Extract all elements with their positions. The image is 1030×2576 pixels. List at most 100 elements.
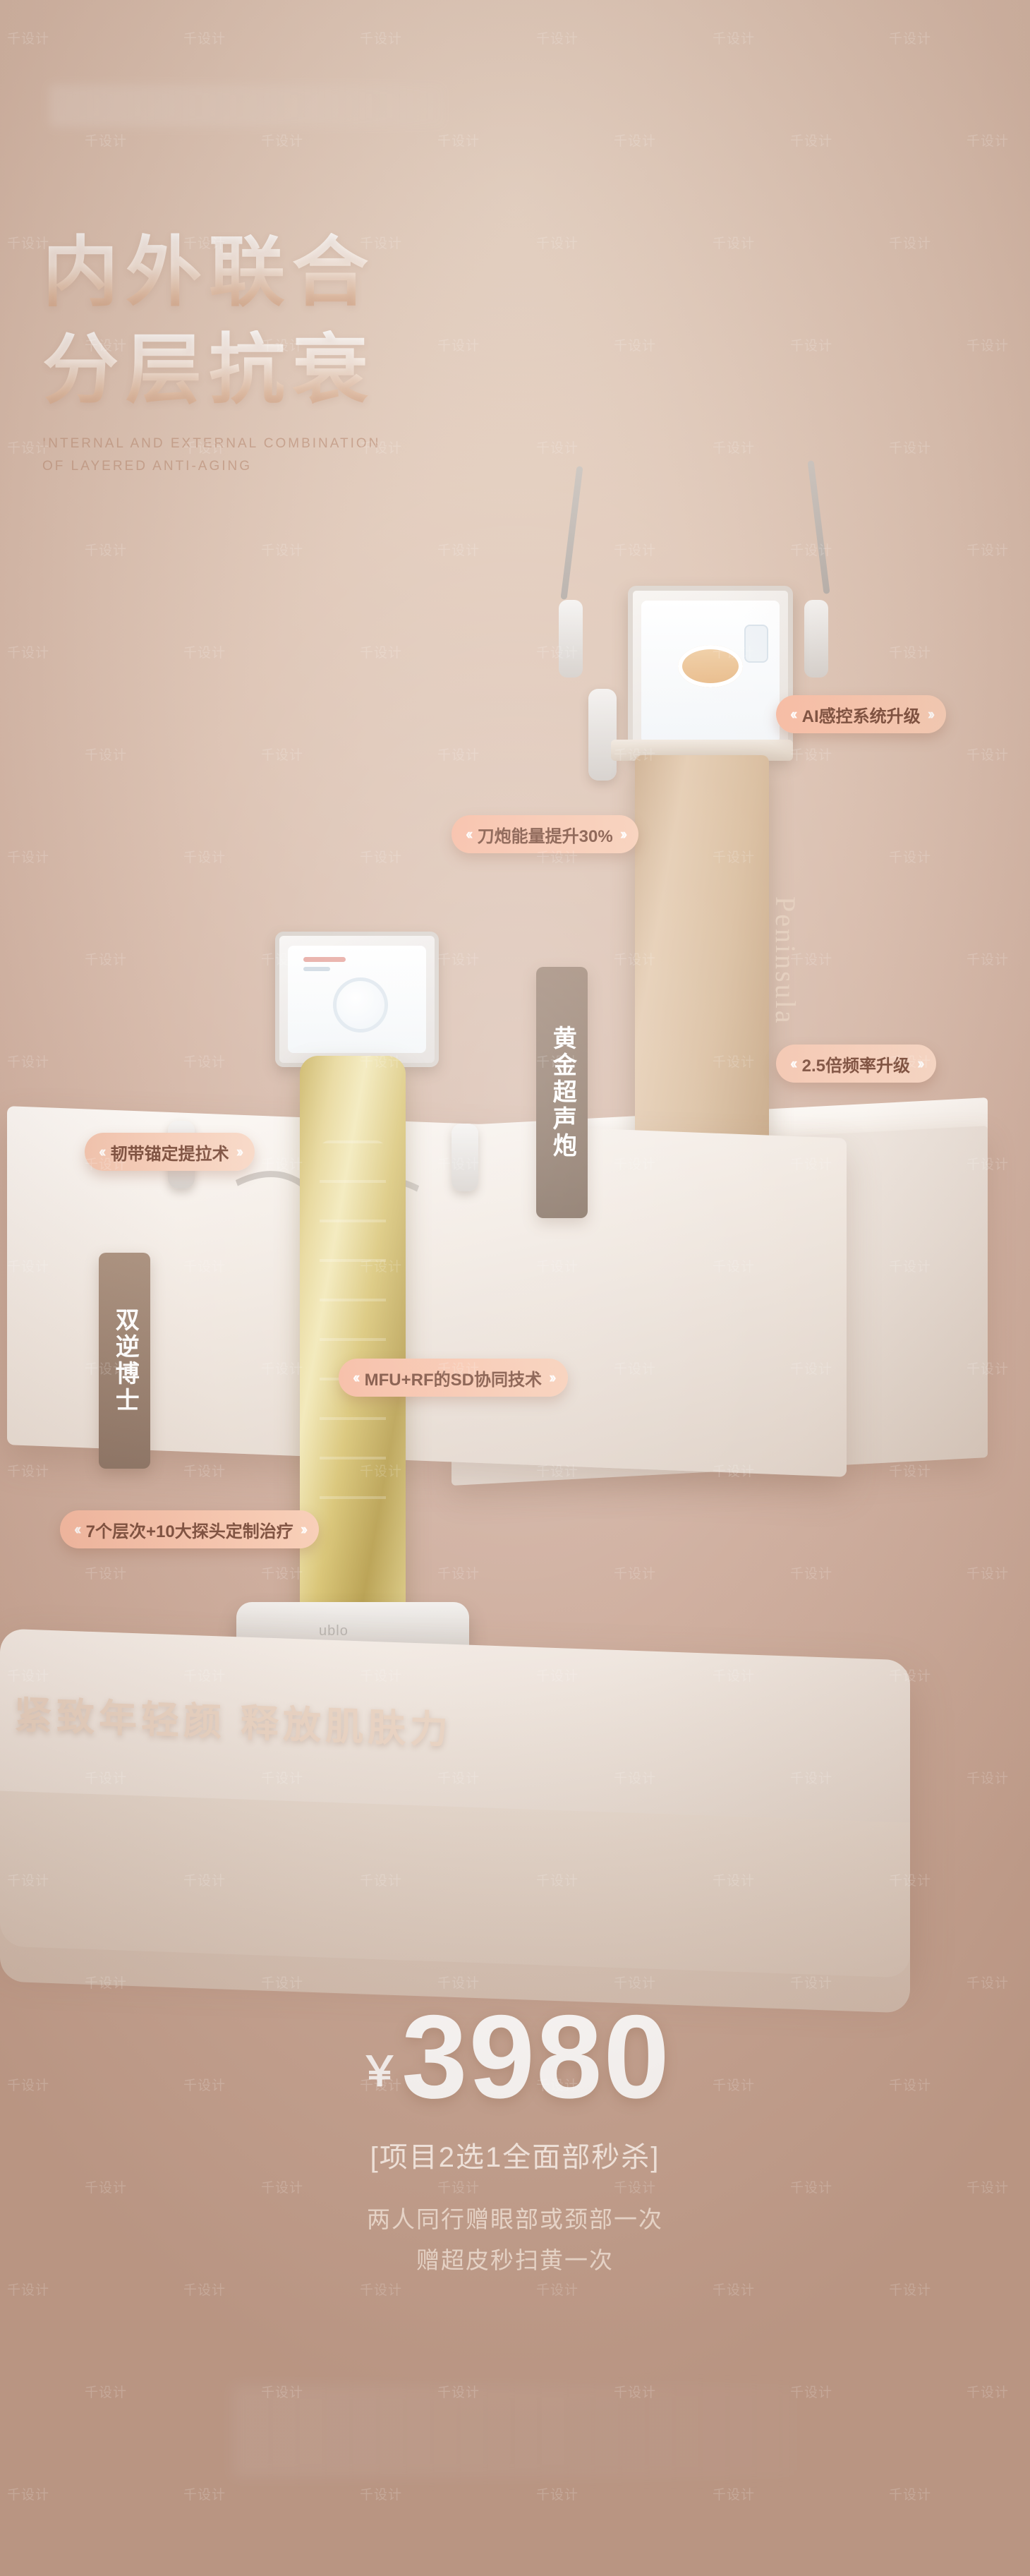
watermark-text: 千设计 [7,1464,50,1479]
watermark-text: 千设计 [889,646,932,661]
watermark-text: 千设计 [713,2488,756,2503]
currency-symbol: ￥ [359,2049,401,2095]
feature-chip-knife-energy[interactable]: ‹‹ 刀炮能量提升30% ›› [452,815,639,853]
watermark-text: 千设计 [85,953,128,968]
headline-english: INTERNAL AND EXTERNAL COMBINATION OF LAY… [42,433,635,479]
feature-chip-label: 刀炮能量提升30% [477,826,613,846]
chevron-left-icon: ‹‹ [99,1143,106,1160]
chevron-right-icon: ›› [549,1368,556,1386]
gold-machine-handpiece-right [452,1124,478,1191]
watermark-text: 千设计 [261,748,304,763]
feature-chip-ai-control[interactable]: ‹‹ AI感控系统升级 ›› [776,695,947,733]
chevron-left-icon: ‹‹ [466,825,473,843]
chevron-right-icon: ›› [300,1520,308,1538]
feature-chip-label: 7个层次+10大探头定制治疗 [85,1522,293,1541]
watermark-text: 千设计 [85,134,128,149]
feature-chip-label: AI感控系统升级 [801,706,921,726]
gold-machine-brand-label: ublo [319,1623,349,1639]
watermark-text: 千设计 [85,748,128,763]
watermark-text: 千设计 [889,236,932,251]
watermark-text: 千设计 [360,2488,403,2503]
chevron-right-icon: ›› [619,825,627,843]
beige-machine-screen [628,586,793,758]
price-bonus-line-1: 两人同行赠眼部或颈部一次 [367,2206,663,2232]
watermark-text: 千设计 [713,236,756,251]
beige-machine-wand-left [559,600,583,678]
watermark-text: 千设计 [967,339,1010,354]
watermark-text: 千设计 [437,134,480,149]
watermark-text: 千设计 [183,2488,226,2503]
chevron-right-icon: ›› [917,1054,924,1072]
watermark-text: 千设计 [536,2283,579,2298]
watermark-text: 千设计 [967,2385,1010,2400]
watermark-text: 千设计 [790,339,833,354]
watermark-text: 千设计 [183,646,226,661]
watermark-text: 千设计 [7,2283,50,2298]
gold-machine-screen-bar-2 [303,967,330,971]
bottom-faded-banner [233,2385,797,2477]
watermark-text: 千设计 [7,2488,50,2503]
watermark-text: 千设计 [713,32,756,47]
watermark-text: 千设计 [889,850,932,865]
headline-english-line-2: OF LAYERED ANTI-AGING [42,459,253,474]
feature-chip-ligament-anchor[interactable]: ‹‹ 韧带锚定提拉术 ›› [85,1133,255,1171]
watermark-text: 千设计 [183,850,226,865]
watermark-text: 千设计 [183,2283,226,2298]
watermark-text: 千设计 [967,134,1010,149]
watermark-text: 千设计 [967,1567,1010,1582]
watermark-text: 千设计 [360,850,403,865]
beige-machine-body [635,755,769,1193]
watermark-text: 千设计 [889,2488,932,2503]
top-faded-banner [49,85,444,127]
chevron-right-icon: ›› [927,705,935,723]
watermark-text: 千设计 [183,32,226,47]
feature-chip-frequency[interactable]: ‹‹ 2.5倍频率升级 ›› [776,1045,936,1083]
feature-chip-label: MFU+RF的SD协同技术 [364,1370,542,1390]
price-bonus-line-2: 赠超皮秒扫黄一次 [416,2246,614,2273]
watermark-text: 千设计 [614,134,657,149]
vertical-tag-double-doctor: 双逆博士 [99,1253,151,1469]
watermark-text: 千设计 [360,2283,403,2298]
headline-line-2: 分层抗衰 [42,330,635,411]
watermark-text: 千设计 [614,1567,657,1582]
price-block: ￥ 3980 [项目2选1全面部秒杀] 两人同行赠眼部或颈部一次 赠超皮秒扫黄一… [0,1997,1030,2281]
watermark-text: 千设计 [967,748,1010,763]
vertical-tag-gold-ultrasound: 黄金超声炮 [536,967,588,1218]
watermark-text: 千设计 [536,2488,579,2503]
feature-chip-label: 2.5倍频率升级 [801,1056,911,1076]
beige-machine [543,460,847,1327]
watermark-text: 千设计 [7,32,50,47]
watermark-text: 千设计 [261,543,304,558]
watermark-text: 千设计 [889,441,932,456]
watermark-text: 千设计 [85,1567,128,1582]
watermark-text: 千设计 [790,134,833,149]
chevron-left-icon: ‹‹ [74,1520,81,1538]
watermark-text: 千设计 [360,646,403,661]
headline-english-line-1: INTERNAL AND EXTERNAL COMBINATION [42,435,381,451]
gold-machine-screen-bar-1 [303,957,346,962]
beige-machine-screen-display [641,601,780,743]
gold-machine-screen-display [288,946,426,1053]
watermark-text: 千设计 [889,1464,932,1479]
watermark-text: 千设计 [889,32,932,47]
watermark-text: 千设计 [967,953,1010,968]
feature-chip-mfu-rf[interactable]: ‹‹ MFU+RF的SD协同技术 ›› [339,1359,568,1397]
feature-chip-layers-probes[interactable]: ‹‹ 7个层次+10大探头定制治疗 ›› [60,1510,320,1548]
beige-machine-wand-right [804,600,828,678]
feature-chip-label: 韧带锚定提拉术 [110,1144,229,1164]
watermark-text: 千设计 [967,543,1010,558]
beige-machine-arm-left [560,466,583,600]
watermark-text: 千设计 [85,543,128,558]
price-row: ￥ 3980 [0,1997,1030,2116]
chevron-left-icon: ‹‹ [790,705,797,723]
beige-machine-arm-right [807,460,830,594]
watermark-text: 千设计 [967,1976,1010,1991]
price-note: [项目2选1全面部秒杀] [370,2142,660,2173]
watermark-text: 千设计 [437,543,480,558]
gold-machine-screen-dial [333,977,388,1033]
chevron-left-icon: ‹‹ [790,1054,797,1072]
watermark-text: 千设计 [261,134,304,149]
watermark-text: 千设计 [85,2385,128,2400]
price-amount: 3980 [401,1990,671,2123]
